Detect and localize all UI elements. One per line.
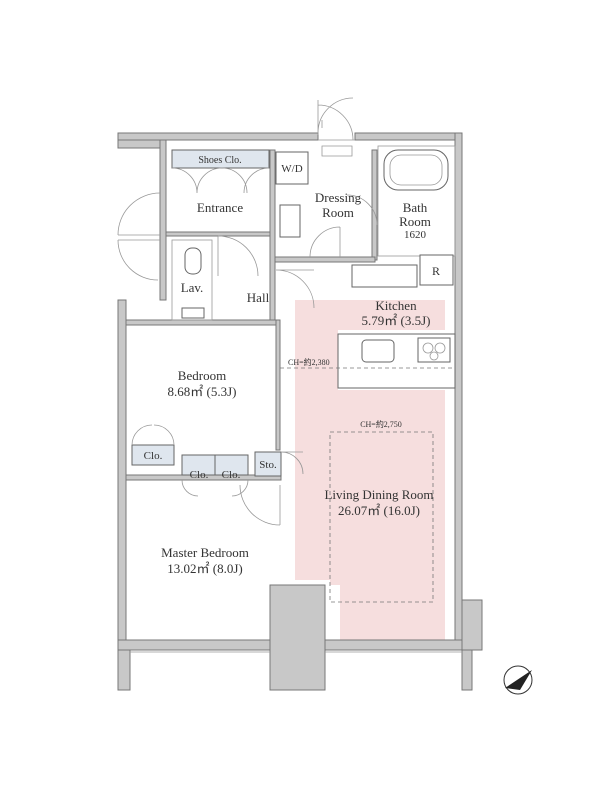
bath-room-label-1: Bath [403,200,428,215]
lav-door[interactable] [217,235,259,277]
toilet [184,247,202,275]
dressing-room-label-2: Room [322,205,354,220]
kitchen-sink [361,339,395,363]
closet-label-2: Clo. [190,469,209,481]
bedroom-area: 8.68㎡ (5.3J) [168,384,237,399]
kitchen-area: 5.79㎡ (3.5J) [362,313,431,328]
kitchen-highlight [340,300,445,330]
closet-label-3: Clo. [222,469,241,481]
north-arrow-icon [503,665,533,695]
hall-label: Hall [247,290,270,305]
bathtub [383,149,449,191]
ldr-ceiling-height: CH=約2,750 [360,419,402,429]
lav-label: Lav. [181,280,204,295]
bath-room-label-2: Room [399,214,431,229]
refrigerator-space [419,254,454,286]
dressing-room-label-1: Dressing [315,190,362,205]
bedroom-label: Bedroom [178,368,226,383]
master-bedroom-area: 13.02㎡ (8.0J) [167,561,242,576]
ldr-label: Living Dining Room [324,487,433,502]
dressing-door[interactable] [309,226,341,258]
entrance-label: Entrance [197,200,243,215]
walls [117,132,483,691]
entrance-door-swing[interactable] [317,97,354,141]
master-bedroom-label: Master Bedroom [161,545,249,560]
storage [254,451,282,477]
kitchen-ceiling-height: CH=約2,380 [288,357,330,367]
kitchen-shelf [351,264,418,288]
closet-label-1: Clo. [144,450,163,462]
bath-size-label: 1620 [404,229,427,241]
refrigerator-label: R [432,264,440,278]
wd-label: W/D [281,163,302,175]
lav-sink [181,307,205,319]
bedroom-closet [131,444,175,466]
dressing-counter [279,204,301,238]
ldr-area: 26.07㎡ (16.0J) [338,503,420,518]
kitchen-label: Kitchen [375,298,417,313]
ldr-highlight [295,300,445,640]
storage-label: Sto. [259,459,277,471]
washer-dryer-space [275,151,309,185]
ceiling-recess [329,431,434,603]
stove [417,337,451,363]
shoes-closet-label: Shoes Clo. [198,155,241,166]
master-door[interactable] [239,484,281,526]
